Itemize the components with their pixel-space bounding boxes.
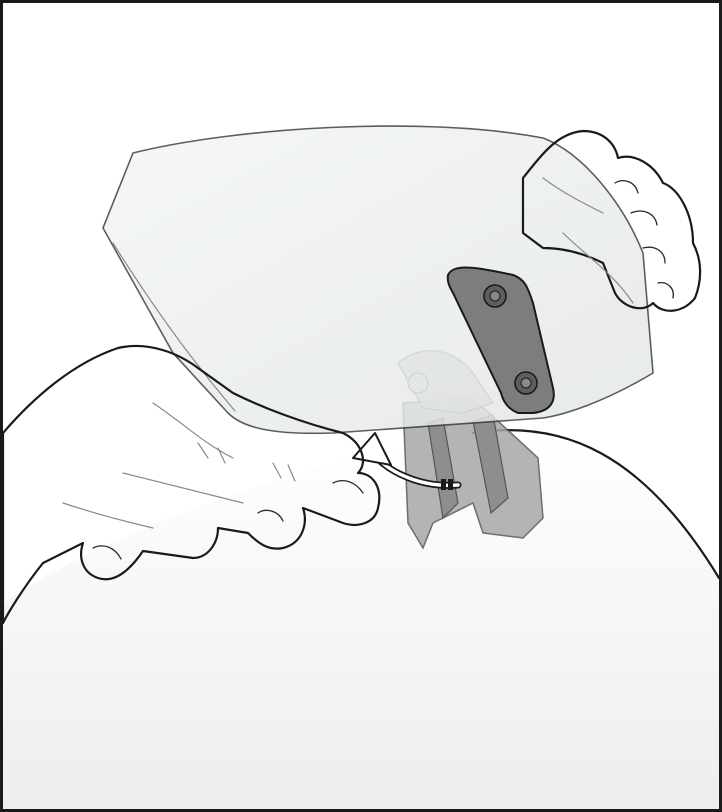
windscreen-edge-highlight <box>112 242 236 412</box>
left-hand <box>3 344 381 625</box>
clamp-plate <box>446 266 555 414</box>
assembly-illustration <box>3 125 719 809</box>
motorcycle-cowling <box>3 430 719 809</box>
right-hand <box>521 129 702 312</box>
windscreen-deflector <box>102 125 654 435</box>
